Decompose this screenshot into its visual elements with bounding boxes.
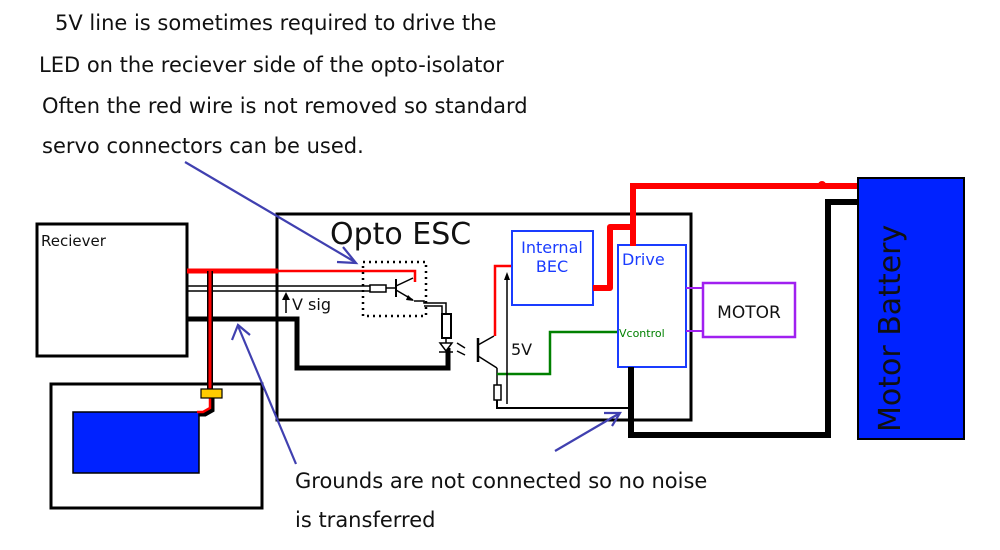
top-note-arrowhead-icon [336, 246, 359, 265]
top-note-line-1: 5V line is sometimes required to drive t… [55, 11, 496, 35]
battery-ground-wire [628, 199, 858, 438]
top-note-line-2: LED on the reciever side of the opto-iso… [39, 53, 504, 77]
led-icon [438, 342, 454, 353]
five-v-label: 5V [511, 340, 532, 359]
receiver-label: Reciever [41, 232, 107, 250]
opto-transmitter-box [361, 260, 428, 318]
bottom-note-arrowhead-left-icon [230, 323, 251, 341]
bottom-note-arrow-right [554, 412, 621, 452]
emitter-output-wire-a [414, 300, 447, 314]
internal-bec-label-line-2: BEC [536, 257, 568, 276]
top-note-line-3: Often the red wire is not removed so sta… [42, 94, 528, 118]
annotation-arrows [184, 161, 622, 465]
phototransistor-emitter [477, 355, 498, 369]
red-5v-wire-esc [278, 269, 417, 282]
bottom-note-arrow-left [236, 325, 298, 465]
battery-lead-red-end [197, 398, 212, 414]
emitter-output-wire-b [424, 305, 443, 314]
bec-5v-wire [493, 264, 512, 336]
light-ray-1 [456, 342, 466, 349]
battery-positive-wire [630, 183, 858, 246]
bottom-note-arrowhead-right-icon [604, 411, 622, 427]
drive-box [617, 244, 687, 368]
led-resistor [441, 313, 452, 339]
five-v-arrow-head [504, 272, 510, 280]
ground-wire-receiver [187, 316, 451, 371]
vcontrol-wire [497, 330, 617, 376]
transistor-collector [395, 277, 414, 287]
receiver-box [35, 222, 189, 358]
battery-connector [200, 388, 223, 399]
motor-battery-label: Motor Battery [873, 225, 908, 432]
drive-label: Drive [622, 250, 665, 269]
top-annotation: 5V line is sometimes required to drive t… [39, 11, 528, 158]
light-ray-2 [456, 350, 466, 356]
bottom-annotation: Grounds are not connected so no noise is… [295, 469, 707, 532]
motor-battery [857, 177, 965, 440]
receiver-battery [72, 411, 200, 474]
vcontrol-label: Vcontrol [619, 327, 665, 340]
battery-positive-junction [818, 181, 826, 189]
input-resistor [369, 284, 387, 293]
bottom-note-line-2: is transferred [295, 508, 435, 532]
top-note-line-4: servo connectors can be used. [42, 134, 364, 158]
internal-bec-box [511, 230, 594, 306]
phototransistor-collector [477, 335, 495, 346]
motor-label: MOTOR [717, 303, 781, 323]
opto-esc-label: Opto ESC [330, 217, 471, 252]
bottom-note-line-1: Grounds are not connected so no noise [295, 469, 707, 493]
pulldown-resistor [493, 384, 502, 401]
esc-ground-wire [496, 400, 630, 409]
internal-bec-label-line-1: Internal [521, 238, 583, 257]
vsig-arrow-head [282, 292, 290, 300]
battery-lead-ground [199, 398, 215, 417]
motor-box [701, 281, 797, 339]
emitter-arrow-icon [406, 295, 414, 301]
top-note-arrow [184, 161, 356, 263]
vsig-label: V sig [292, 295, 331, 314]
